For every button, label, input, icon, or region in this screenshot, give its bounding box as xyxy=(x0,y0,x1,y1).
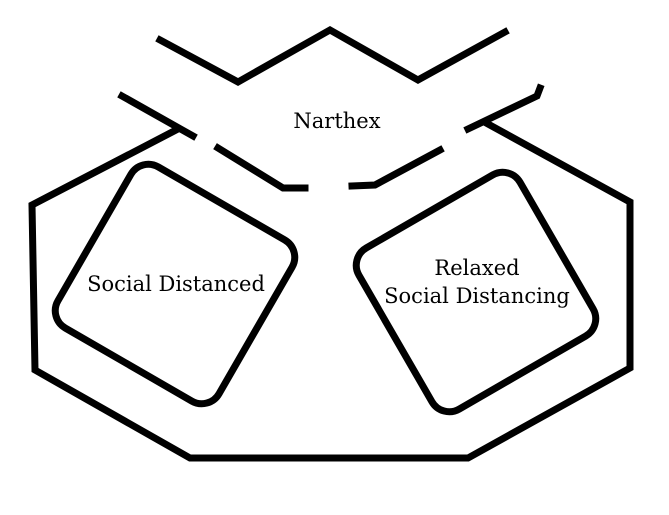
narthex-right-wall-lower xyxy=(348,145,445,190)
relaxed-label-line2: Social Distancing xyxy=(384,284,570,308)
social-distanced-label: Social Distanced xyxy=(87,272,265,296)
narthex-right-wall-upper xyxy=(463,83,545,134)
relaxed-label-line1: Relaxed xyxy=(434,256,519,280)
social-distanced-zone xyxy=(51,160,299,408)
narthex-top-wall xyxy=(155,25,510,86)
narthex-left-wall-lower xyxy=(213,143,309,192)
narthex-label: Narthex xyxy=(293,109,380,133)
relaxed-social-distancing-zone xyxy=(352,168,600,416)
sanctuary-outer-wall xyxy=(28,119,634,462)
narthex-left-wall-upper xyxy=(117,91,198,141)
